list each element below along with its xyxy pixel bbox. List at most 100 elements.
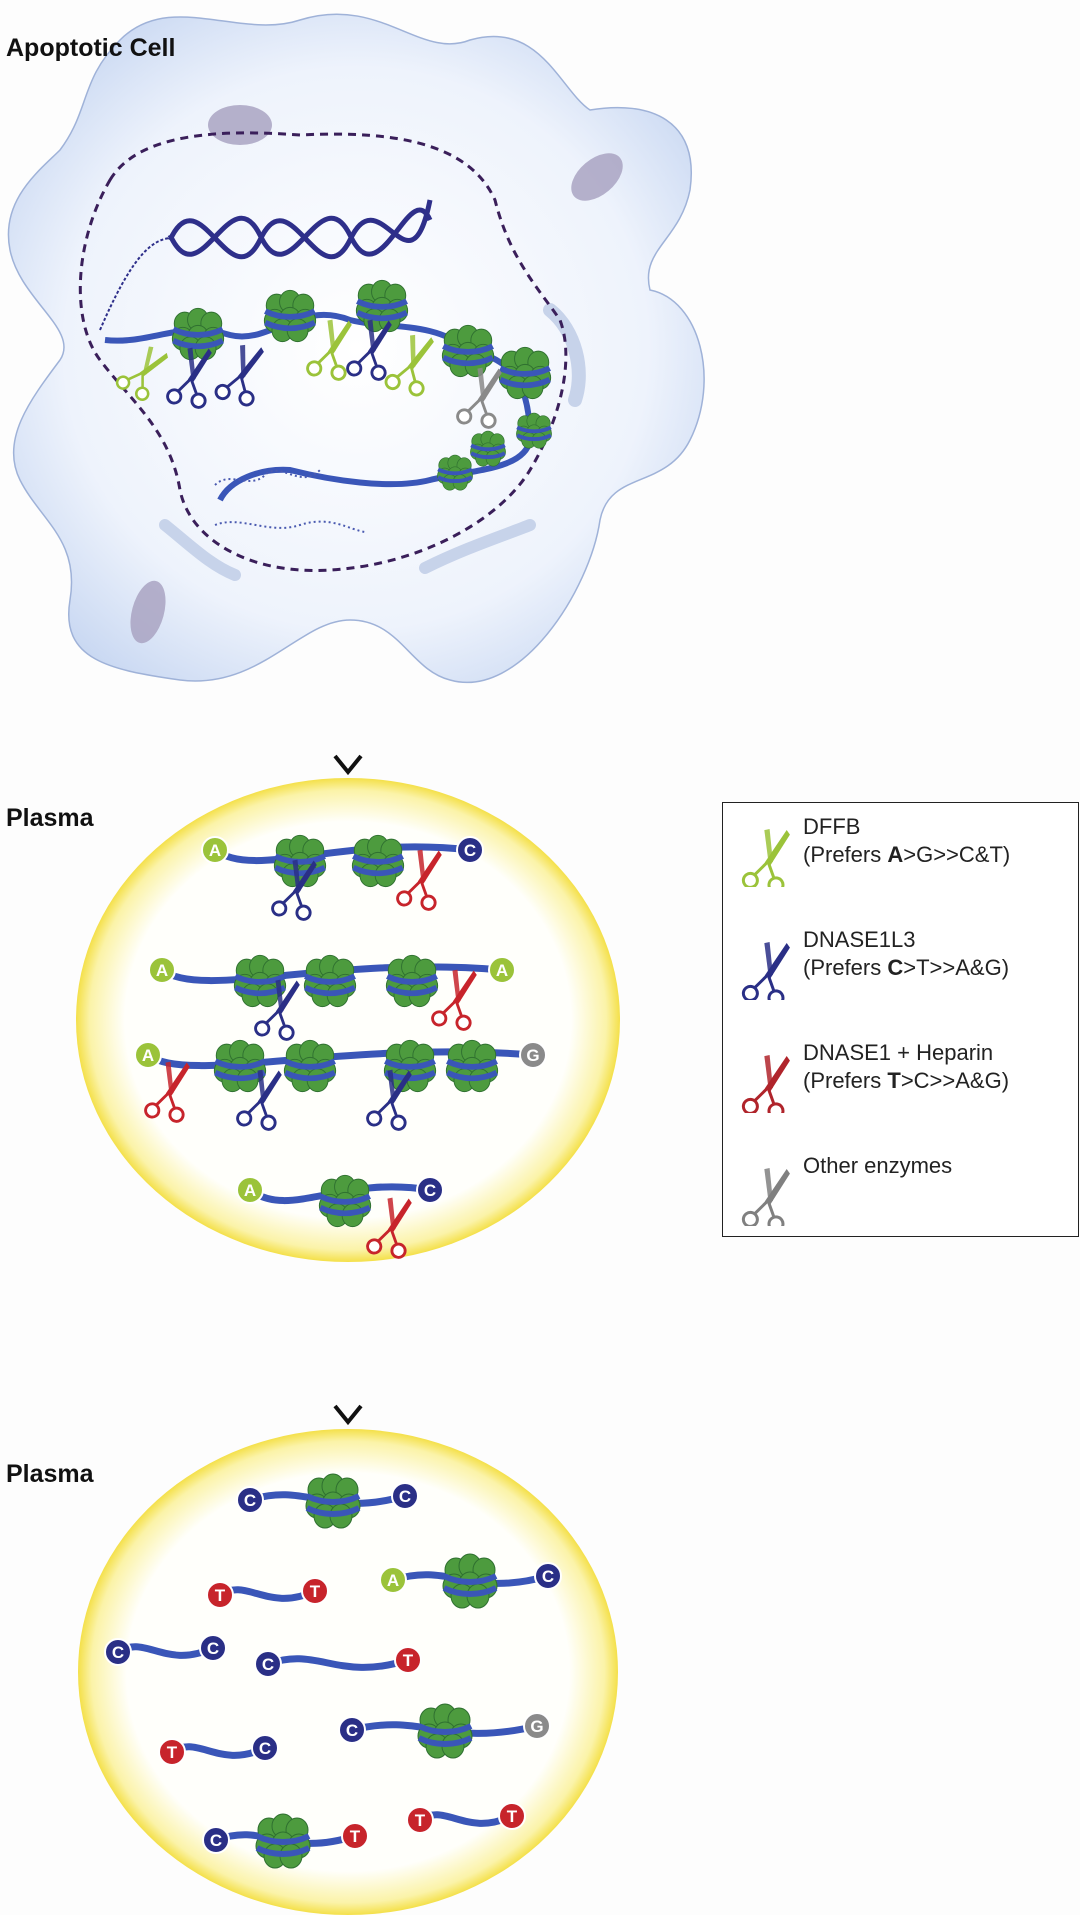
scissors-icon	[366, 1197, 412, 1259]
scissors-icon	[456, 367, 502, 429]
nucleosome	[441, 324, 495, 378]
base-label: C	[542, 1567, 554, 1586]
nucleosome	[498, 346, 552, 400]
scissors-icon	[741, 1167, 790, 1226]
end-base-C: C	[236, 1486, 264, 1514]
plasma-title-1: Plasma	[6, 804, 94, 832]
cell-membrane	[7, 13, 705, 683]
end-base-A: A	[201, 836, 229, 864]
dna-strand	[264, 1655, 412, 1671]
end-base-A: A	[148, 956, 176, 984]
base-label: C	[424, 1181, 436, 1200]
scissors-icon	[741, 941, 790, 1000]
legend-name: DNASE1L3	[803, 927, 916, 952]
scissors-icon	[306, 319, 352, 381]
base-label: T	[350, 1827, 361, 1846]
end-base-A: A	[236, 1176, 264, 1204]
end-base-C: C	[254, 1650, 282, 1678]
end-base-T: T	[406, 1806, 434, 1834]
scissors-icon	[115, 346, 169, 401]
legend-name: DNASE1 + Heparin	[803, 1040, 994, 1065]
end-base-A: A	[134, 1041, 162, 1069]
base-label: C	[399, 1487, 411, 1506]
end-base-G: G	[519, 1041, 547, 1069]
legend-name: DFFB	[803, 814, 861, 839]
base-label: T	[167, 1743, 178, 1762]
nucleosome	[283, 1039, 337, 1093]
nucleosome	[442, 1553, 498, 1609]
scissors-icon	[366, 1069, 412, 1131]
organelle	[130, 580, 166, 644]
end-base-T: T	[158, 1738, 186, 1766]
legend-preference: (Prefers A>G>>C&T)	[803, 842, 1011, 867]
end-base-A: A	[379, 1566, 407, 1594]
nucleosome	[303, 954, 357, 1008]
scissors-icon	[741, 828, 790, 887]
scissors-icon	[144, 1061, 190, 1123]
scissors-icon	[431, 969, 477, 1031]
end-base-C: C	[251, 1734, 279, 1762]
end-base-A: A	[488, 956, 516, 984]
base-label: C	[112, 1643, 124, 1662]
end-base-T: T	[206, 1581, 234, 1609]
cell-nucleosomes	[171, 279, 552, 491]
scissors-icon	[271, 859, 317, 921]
base-label: G	[530, 1717, 543, 1736]
base-label: A	[209, 841, 221, 860]
end-base-G: G	[523, 1712, 551, 1740]
scissors-icon	[166, 347, 212, 409]
nucleus-envelope	[78, 131, 568, 572]
end-base-C: C	[338, 1716, 366, 1744]
nucleosome	[263, 289, 317, 343]
arrow-plasma-to-plasma	[333, 1275, 363, 1426]
nucleosome	[385, 954, 439, 1008]
organelle	[571, 153, 623, 201]
base-label: C	[259, 1739, 271, 1758]
cell-scissors	[115, 319, 502, 429]
base-label: G	[526, 1046, 539, 1065]
plasma-title-2: Plasma	[6, 1460, 94, 1488]
scissors-icon	[741, 1054, 790, 1113]
base-label: T	[403, 1651, 414, 1670]
nucleosome	[273, 834, 327, 888]
end-base-T: T	[301, 1577, 329, 1605]
scissors-icon	[254, 979, 300, 1041]
base-label: A	[244, 1181, 256, 1200]
scissors-icon	[214, 344, 264, 407]
end-base-C: C	[391, 1482, 419, 1510]
end-base-C: C	[456, 836, 484, 864]
nucleosome	[305, 1473, 361, 1529]
base-label: C	[464, 841, 476, 860]
nucleosome	[318, 1174, 372, 1228]
nucleosome	[351, 834, 405, 888]
base-label: T	[507, 1807, 518, 1826]
scissors-icon	[741, 941, 790, 1000]
base-label: A	[142, 1046, 154, 1065]
legend-name: Other enzymes	[803, 1153, 953, 1178]
single-strand-dna	[214, 520, 366, 533]
legend-preference: (Prefers C>T>>A&G)	[803, 955, 1010, 980]
dna-double-helix	[99, 199, 433, 331]
base-label: A	[387, 1571, 399, 1590]
nucleosome	[417, 1703, 473, 1759]
scissors-icon	[384, 334, 434, 397]
end-base-C: C	[202, 1826, 230, 1854]
apoptotic-cell	[7, 13, 705, 683]
legend-preference: (Prefers T>C>>A&G)	[803, 1068, 1010, 1093]
scissors-icon	[741, 1167, 790, 1226]
scissors-icon	[236, 1069, 282, 1131]
end-base-T: T	[498, 1802, 526, 1830]
base-label: C	[262, 1655, 274, 1674]
scissors-icon	[741, 1054, 790, 1113]
